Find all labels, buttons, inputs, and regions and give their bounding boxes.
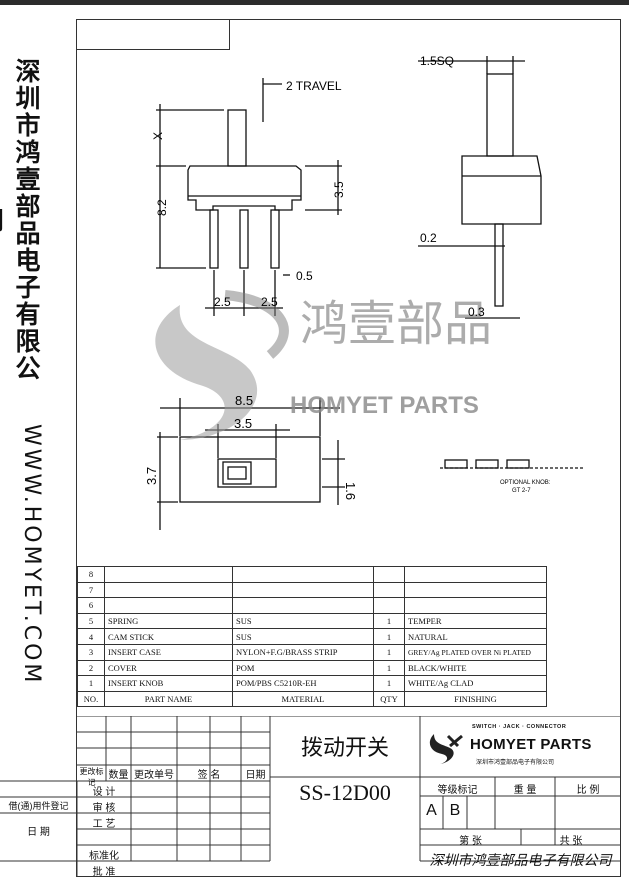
frame-corner-box <box>76 19 230 50</box>
label-0-2: 0.2 <box>420 231 437 245</box>
label-3-5-width: 3.5 <box>234 416 252 431</box>
watermark-script: 鸿壹部品 <box>300 298 492 351</box>
label-3-5-height: 3.5 <box>332 181 346 198</box>
logo-tagline: SWITCH · JACK · CONNECTOR <box>472 724 567 730</box>
label-travel: 2 TRAVEL <box>286 79 342 93</box>
label-review: 审 核 <box>92 803 116 814</box>
side-knob <box>486 73 514 157</box>
label-8-5: 8.5 <box>235 393 253 408</box>
optional-knob-label: OPTIONAL KNOB: <box>500 480 551 486</box>
table-row: 7 <box>77 581 547 599</box>
watermark-logo <box>155 290 289 440</box>
label-3-7: 3.7 <box>144 467 159 485</box>
grade-b: B <box>449 802 461 819</box>
label-approve: 批 准 <box>92 867 116 878</box>
label-standard: 标准化 <box>89 851 119 862</box>
label-8-2: 8.2 <box>155 199 169 216</box>
label-date: 日期 <box>245 770 266 781</box>
side-website: WWW.HOMYET.COM <box>19 424 44 686</box>
front-body <box>187 165 302 211</box>
label-weight: 重 量 <box>513 785 537 796</box>
bottom-knob <box>222 461 252 485</box>
label-pitch-2: 2.5 <box>261 295 278 309</box>
drawing-frame <box>76 19 621 877</box>
bottom-outline <box>179 436 321 503</box>
label-0-3: 0.3 <box>468 305 485 319</box>
side-company-name: 深圳市鸿壹部品电子有限公司 <box>0 58 41 382</box>
grade-a: A <box>426 802 437 819</box>
title-block-grid <box>0 716 621 877</box>
watermark-text: HOMYET PARTS <box>290 392 479 419</box>
front-knob <box>227 109 247 167</box>
label-change-no: 更改单号 <box>134 770 174 781</box>
logo-mark-icon <box>429 734 463 764</box>
label-1-6: 1.6 <box>343 482 358 500</box>
label-x: X <box>151 132 165 140</box>
label-change-mark: 更改标记 <box>79 767 104 787</box>
label-count: 数量 <box>108 770 129 781</box>
top-bar <box>0 0 629 5</box>
table-row: 8 <box>77 566 547 583</box>
logo-block: SWITCH · JACK · CONNECTOR HOMYET PARTS 深… <box>420 716 621 777</box>
front-pin-3 <box>270 209 280 269</box>
product-model: SS-12D00 <box>299 780 391 805</box>
bottom-slot <box>217 458 277 488</box>
label-design: 设 计 <box>92 787 116 798</box>
company-script: 深圳市鸿壹部品电子有限公司 <box>429 853 612 869</box>
side-body <box>461 155 542 225</box>
label-sign: 签 名 <box>197 770 221 781</box>
optional-knob-code: GT 2-7 <box>512 488 531 494</box>
label-pin-width: 0.5 <box>296 269 313 283</box>
table-row: 6 <box>77 597 547 614</box>
label-borrow-register: 借(通)用件登记 <box>8 801 69 811</box>
front-pin-1 <box>209 209 219 269</box>
logo-company: 深圳市鸿壹部品电子有限公司 <box>476 760 555 766</box>
label-process: 工 艺 <box>92 819 116 830</box>
front-pin-2 <box>239 209 249 269</box>
logo-name: HOMYET PARTS <box>470 736 592 753</box>
label-1-5sq: 1.5SQ <box>420 54 454 68</box>
label-day: 日 期 <box>27 827 50 838</box>
label-pitch-1: 2.5 <box>214 295 231 309</box>
side-pin <box>494 223 504 307</box>
label-sheet: 第 张 <box>459 836 482 847</box>
label-scale: 比 例 <box>576 785 600 796</box>
label-grade: 等级标记 <box>437 785 478 796</box>
product-name: 拨动开关 <box>300 736 389 761</box>
label-total: 共 张 <box>559 836 583 847</box>
